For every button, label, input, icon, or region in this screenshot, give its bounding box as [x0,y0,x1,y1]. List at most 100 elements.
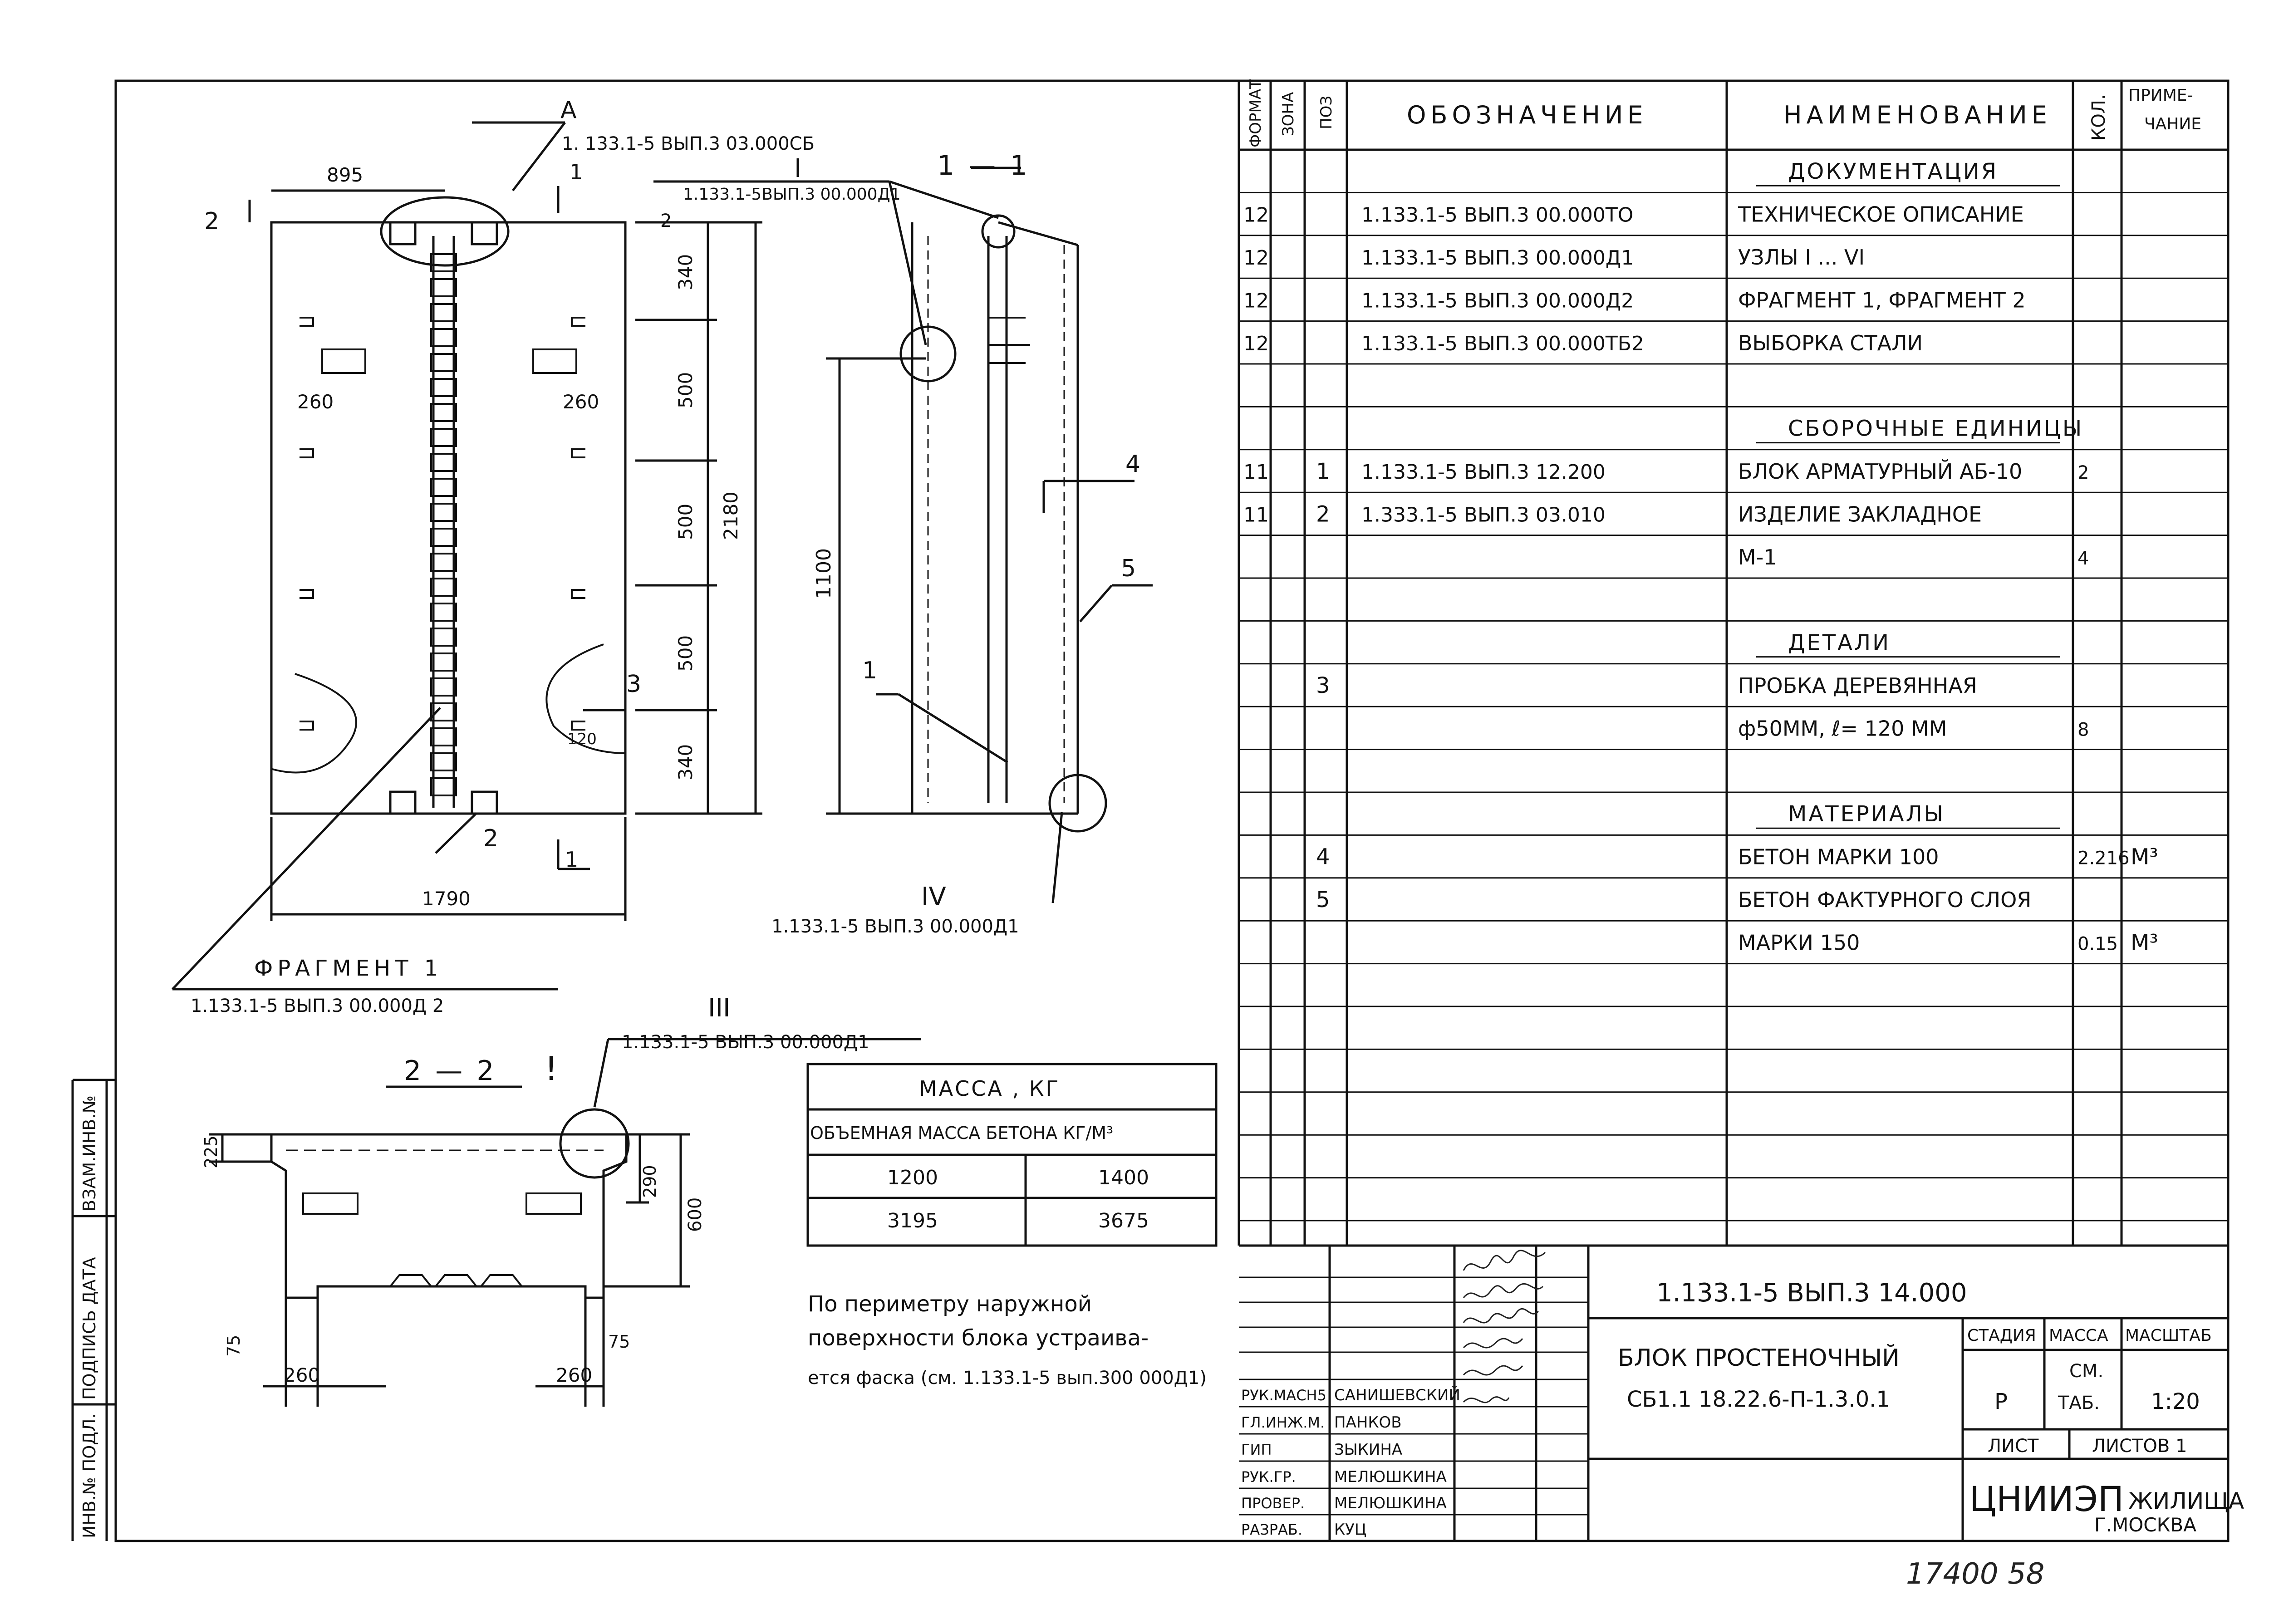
rebar-segment [430,478,457,497]
spec-row: ф50ММ, ℓ= 120 ММ 8 [1738,716,2089,741]
spec-cell-name: БЕТОН ФАКТУРНОГО СЛОЯ [1738,888,2031,912]
handwritten-number: 17400 58 [1906,1557,2044,1591]
spec-cell-name: МАРКИ 150 [1738,930,1860,955]
rebar-segment [430,702,457,721]
dim-340-top: 340 [674,254,697,290]
rebar-segment [430,677,457,697]
mark-1-bottom: 1 [565,847,578,872]
dim-260-left: 260 [297,391,334,413]
spec-section-title: СБОРОЧНЫЕ ЕДИНИЦЫ [1788,416,2083,442]
rebar-segment [430,578,457,597]
spec-cell-name: ИЗДЕЛИЕ ЗАКЛАДНОЕ [1738,502,1982,526]
staff-name: САНИШЕВСКИЙ [1334,1386,1460,1404]
staff-role: РУК.ГР. [1241,1468,1296,1486]
dim-600: 600 [685,1197,706,1232]
spec-cell-note: М³ [2131,844,2158,870]
anchor-mark-left [300,589,314,599]
chamfer-note: По периметру наружной поверхности блока … [808,1291,1207,1388]
sheets-label: ЛИСТОВ 1 [2092,1436,2187,1457]
spec-cell-name: ф50ММ, ℓ= 120 ММ [1738,716,1947,741]
spec-row: 3 ПРОБКА ДЕРЕВЯННАЯ [1316,673,1977,698]
mass-col-1200: 1200 [887,1166,938,1189]
anchor-mark-left [300,448,314,458]
spec-cell-name: ПРОБКА ДЕРЕВЯННАЯ [1738,673,1977,698]
dim-260-left-2: 260 [284,1364,320,1386]
spec-cell-pos: 3 [1316,673,1330,698]
spec-cell-name: ФРАГМЕНТ 1, ФРАГМЕНТ 2 [1738,288,2026,312]
mass-col-1400: 1400 [1098,1166,1149,1189]
header-name: НАИМЕНОВАНИЕ [1783,101,2052,129]
rebar-segment [430,328,457,347]
mass-value-2: ТАБ. [2058,1393,2100,1413]
spec-cell-pos: 1 [1316,459,1330,484]
spec-cell-name: БЛОК АРМАТУРНЫЙ АБ-10 [1738,459,2022,484]
spec-section-title: ДЕТАЛИ [1788,630,1891,656]
spec-cell-designation: 1.133.1-5 ВЫП.3 00.000ТО [1361,204,1633,227]
staff-role: ПРОВЕР. [1241,1495,1305,1512]
staff-name: МЕЛЮШКИНА [1334,1494,1447,1512]
spec-cell-pos: 4 [1316,844,1330,870]
note-line-2: поверхности блока устраива- [808,1325,1149,1351]
staff-role: РУК.МАСН5 [1241,1387,1326,1404]
anchor-mark-right [571,448,585,458]
rebar-segment [430,428,457,447]
dim-500-b: 500 [674,504,697,540]
rebar-segment [430,628,457,647]
spec-cell-pos: 5 [1316,887,1330,913]
spec-section-title: ДОКУМЕНТАЦИЯ [1788,159,1998,184]
spec-row: СБОРОЧНЫЕ ЕДИНИЦЫ [1756,416,2083,444]
mass-table: МАССА , КГ ОБЪЕМНАЯ МАССА БЕТОНА КГ/М³ 1… [806,1063,1218,1247]
rebar-segment [430,553,457,572]
spec-section-title: МАТЕРИАЛЫ [1788,801,1945,827]
anchor-mark-right [571,317,585,327]
spec-cell-pos: 2 [1316,501,1330,527]
scale-header: МАСШТАБ [2125,1326,2212,1345]
header-note-2: ЧАНИЕ [2144,115,2201,133]
front-view: А 1. 133.1-5 ВЫП.3 03.000СБ 895 260 260 … [172,97,815,1016]
rebar-segment [430,278,457,297]
anchor-mark-right [571,721,585,731]
rebar-segment [430,453,457,472]
dim-290: 290 [640,1165,660,1198]
spec-row: ДОКУМЕНТАЦИЯ [1756,159,2060,186]
mass-table-title: МАССА , КГ [919,1076,1060,1101]
block-name: БЛОК ПРОСТЕНОЧНЫЙ [1618,1344,1900,1372]
spec-cell-qty: 2.216 [2077,848,2130,869]
callout-a-letter: А [560,97,577,124]
spec-cell-name: УЗЛЫ I ... VI [1738,245,1865,270]
spec-cell-designation: 1.133.1-5 ВЫП.3 00.000Д1 [1361,246,1634,270]
dim-225: 225 [201,1135,221,1168]
callout-iv-ref: 1.133.1-5 ВЫП.3 00.000Д1 [771,916,1019,937]
mass-val-3675: 3675 [1098,1209,1149,1232]
dim-1100: 1100 [812,548,835,599]
spec-cell-qty: 8 [2077,719,2089,740]
mass-table-subtitle: ОБЪЕМНАЯ МАССА БЕТОНА КГ/М³ [810,1123,1113,1143]
dim-260-right-2: 260 [556,1364,592,1386]
staff-name: ПАНКОВ [1334,1413,1402,1432]
fragment1-title: ФРАГМЕНТ 1 [254,956,442,981]
org-main: ЦНИИЭП [1969,1479,2124,1519]
stage-value: Р [1994,1389,2008,1414]
rebar-segment [430,777,457,796]
section-22-mark: ! [545,1050,558,1088]
mass-val-3195: 3195 [887,1209,938,1232]
spec-row: 5 БЕТОН ФАКТУРНОГО СЛОЯ [1316,887,2031,913]
callout-a-ref: 1. 133.1-5 ВЫП.3 03.000СБ [562,133,815,154]
spec-cell-note: М³ [2131,930,2158,955]
dim-1790: 1790 [422,888,471,910]
pos-5: 5 [1121,555,1136,582]
dim-895: 895 [327,164,363,186]
spec-cell-format: 12 [1243,204,1269,227]
callout-i-ref: 1.133.1-5ВЫП.3 00.000Д1 [683,185,901,204]
pos-3: 3 [626,671,641,698]
vzam-inv-label: ВЗАМ.ИНВ.№ [79,1095,99,1212]
mass-value-1: СМ. [2069,1361,2103,1382]
